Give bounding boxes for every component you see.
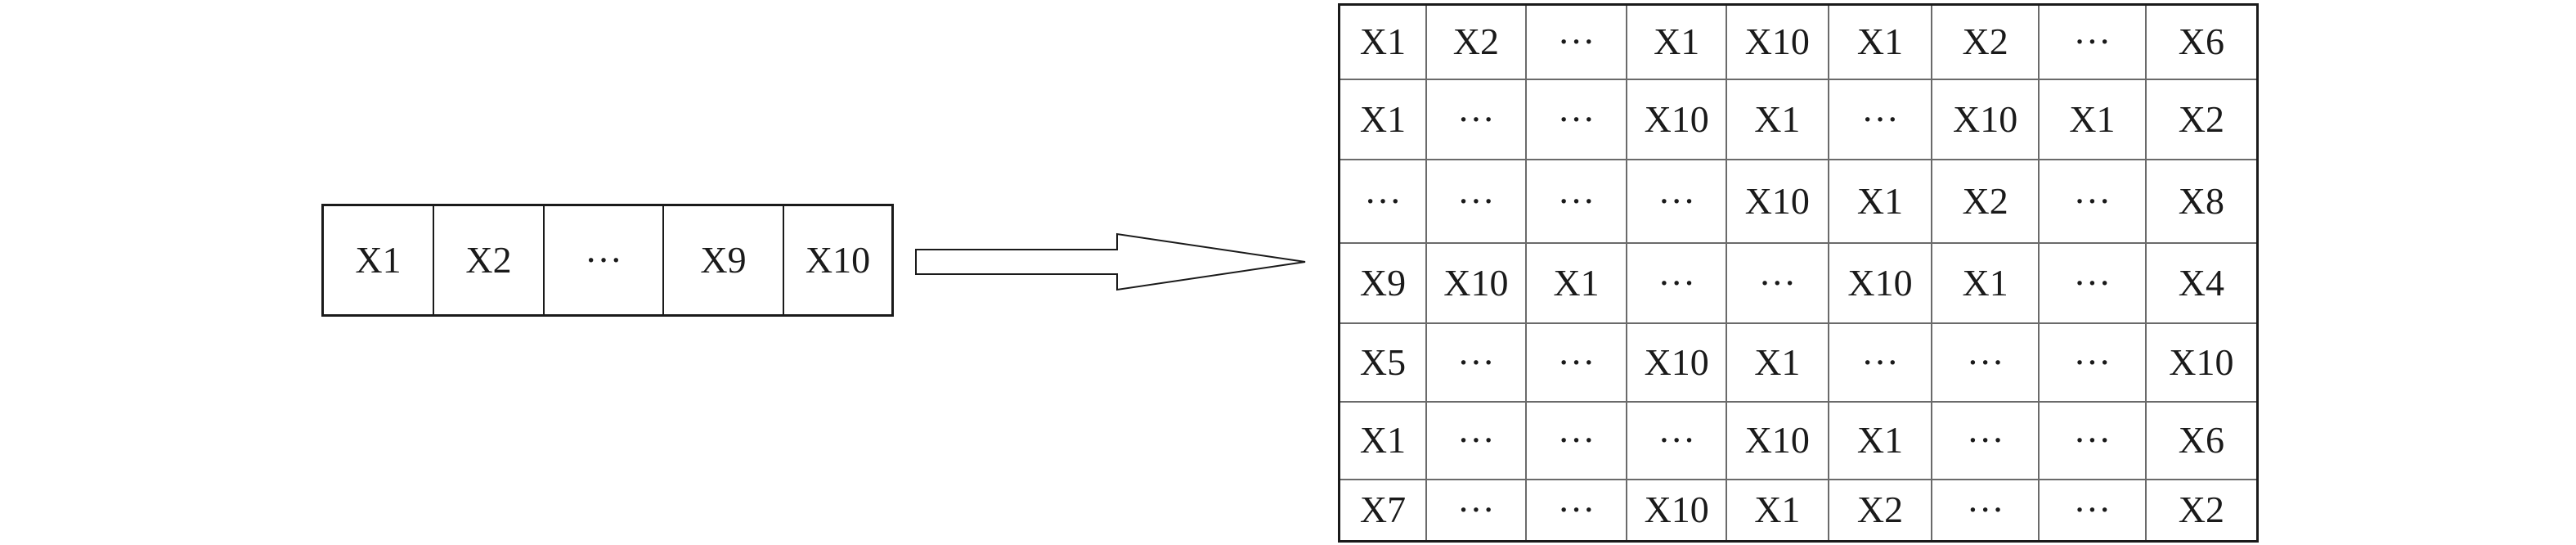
matrix-cell: ··· [2038,478,2147,542]
matrix-cell: ··· [2038,158,2147,244]
matrix-cell: ··· [1931,400,2040,480]
matrix-row: X1 X2 ··· X1 X10 X1 X2 ··· X6 [1339,4,2258,80]
matrix-cell: X10 [1726,4,1829,80]
matrix-cell: ··· [2038,400,2147,480]
matrix-row: X7 ··· ··· X10 X1 X2 ··· ··· X2 [1339,478,2258,542]
matrix-cell: X1 [1339,78,1428,160]
matrix-cell: ··· [1827,78,1933,160]
matrix-cell: X10 [1425,241,1527,324]
matrix-cell: ··· [1524,478,1628,542]
matrix-cell: X2 [1931,158,2040,244]
matrix-cell: ··· [1626,241,1727,324]
matrix-cell: X1 [1827,4,1933,80]
source-cell: X2 [434,206,545,314]
matrix-cell: X1 [2038,78,2147,160]
matrix-cell: X8 [2144,158,2258,244]
matrix-cell: ··· [1524,322,1628,403]
matrix-cell: ··· [1626,400,1727,480]
matrix-cell: ··· [1339,158,1428,244]
matrix-cell: ··· [1626,158,1727,244]
matrix-cell: ··· [1827,322,1933,403]
matrix-cell: X9 [1339,241,1428,324]
matrix-row: X9 X10 X1 ··· ··· X10 X1 ··· X4 [1339,241,2258,324]
matrix-cell: X2 [2144,478,2258,542]
matrix-cell: X2 [1425,4,1527,80]
matrix-cell: X1 [1339,4,1428,80]
source-cell: X9 [664,206,784,314]
matrix-row: ··· ··· ··· ··· X10 X1 X2 ··· X8 [1339,158,2258,244]
matrix-cell: X1 [1626,4,1727,80]
matrix-cell: ··· [1425,158,1527,244]
matrix-row: X5 ··· ··· X10 X1 ··· ··· ··· X10 [1339,322,2258,403]
matrix-cell: X10 [1626,478,1727,542]
matrix-cell: X5 [1339,322,1428,403]
source-cell: X1 [324,206,434,314]
matrix-cell: X1 [1726,78,1829,160]
matrix-cell: X2 [1931,4,2040,80]
matrix-cell: X6 [2144,400,2258,480]
matrix-cell: X1 [1726,322,1829,403]
matrix-cell: ··· [1931,478,2040,542]
matrix-cell: X7 [1339,478,1428,542]
source-row: X1 X2 ··· X9 X10 [321,204,894,317]
matrix-row: X1 ··· ··· X10 X1 ··· X10 X1 X2 [1339,78,2258,160]
matrix-cell: X10 [1626,78,1727,160]
matrix-cell: ··· [2038,241,2147,324]
matrix-cell: ··· [1726,241,1829,324]
matrix-cell: X2 [1827,478,1933,542]
matrix-cell: X1 [1524,241,1628,324]
matrix-cell: ··· [1524,158,1628,244]
matrix-cell: ··· [1524,400,1628,480]
matrix-cell: X10 [1726,400,1829,480]
matrix-cell: X4 [2144,241,2258,324]
matrix-cell: ··· [1425,322,1527,403]
matrix-row: X1 ··· ··· ··· X10 X1 ··· ··· X6 [1339,400,2258,480]
matrix-cell: ··· [1425,478,1527,542]
result-matrix: X1 X2 ··· X1 X10 X1 X2 ··· X6 X1 ··· ···… [1338,3,2259,543]
matrix-cell: X1 [1339,400,1428,480]
matrix-cell: ··· [1425,400,1527,480]
matrix-cell: ··· [2038,322,2147,403]
matrix-cell: X10 [1931,78,2040,160]
matrix-cell: X1 [1726,478,1829,542]
source-cell: X10 [805,239,871,281]
matrix-cell: ··· [1425,78,1527,160]
matrix-cell: X10 [1827,241,1933,324]
matrix-cell: X10 [1726,158,1829,244]
matrix-cell: ··· [2038,4,2147,80]
matrix-cell: X1 [1931,241,2040,324]
matrix-cell: ··· [1524,4,1628,80]
matrix-cell: X6 [2144,4,2258,80]
matrix-cell: X10 [1626,322,1727,403]
matrix-cell: X10 [2144,322,2258,403]
matrix-cell: X1 [1827,400,1933,480]
source-cell: ··· [545,206,664,314]
transform-arrow-icon [915,232,1306,291]
matrix-cell: ··· [1524,78,1628,160]
matrix-cell: ··· [1931,322,2040,403]
matrix-cell: X1 [1827,158,1933,244]
matrix-cell: X2 [2144,78,2258,160]
